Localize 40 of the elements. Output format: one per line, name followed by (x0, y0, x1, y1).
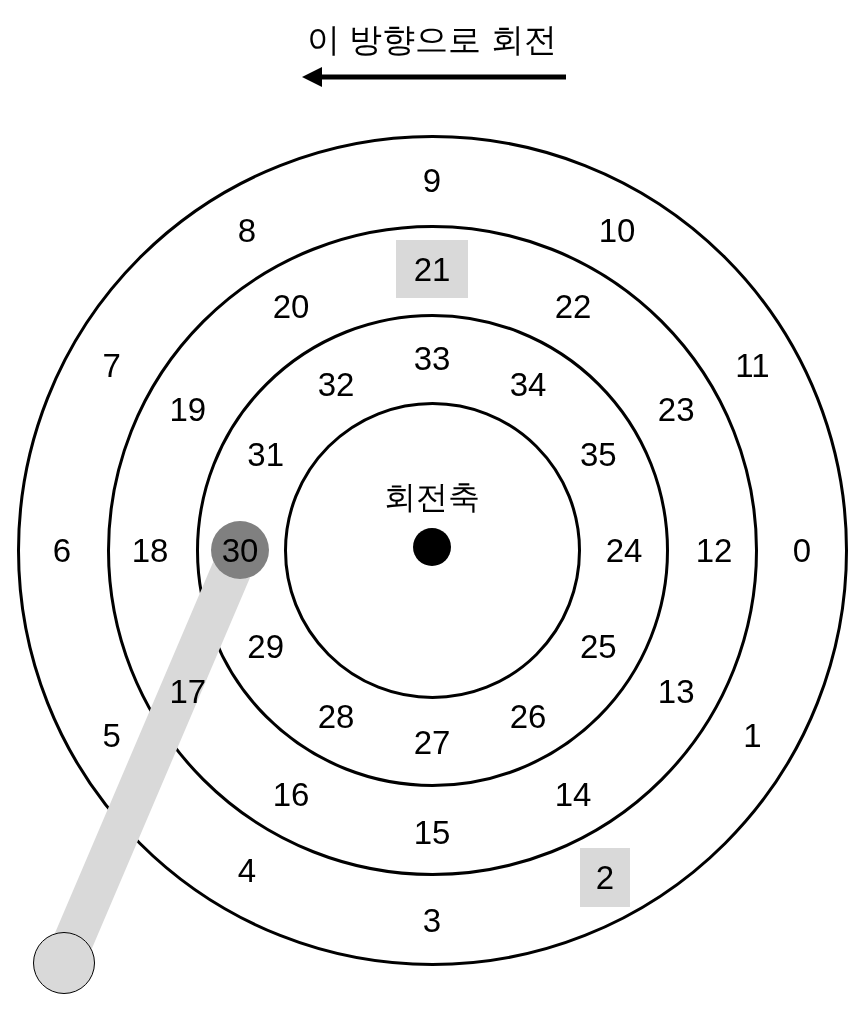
track-circle (283, 401, 581, 699)
highlighted-sector: 2 (580, 847, 630, 907)
swing-arm (54, 561, 251, 950)
sector-number: 6 (52, 533, 72, 567)
sector-number: 0 (792, 533, 812, 567)
sector-number: 17 (169, 674, 207, 708)
arm-head: 30 (211, 521, 269, 579)
sector-number: 1 (743, 718, 762, 752)
sector-number: 7 (102, 348, 121, 382)
sector-number: 26 (509, 699, 547, 733)
sector-number: 3 (422, 903, 442, 937)
sector-number: 23 (657, 392, 695, 426)
sector-number: 13 (657, 674, 695, 708)
sector-number: 22 (554, 289, 592, 323)
sector-number: 32 (317, 367, 355, 401)
sector-number: 29 (247, 629, 285, 663)
sector-number: 12 (695, 533, 733, 567)
sector-number: 8 (237, 213, 257, 247)
sector-number: 28 (317, 699, 355, 733)
sector-number: 20 (272, 289, 310, 323)
sector-number: 10 (598, 213, 636, 247)
sector-number: 24 (605, 533, 643, 567)
sector-number: 25 (579, 629, 617, 663)
sector-number: 35 (579, 437, 617, 471)
sector-number: 9 (422, 163, 442, 197)
sector-number: 11 (735, 348, 770, 382)
direction-label: 이 방향으로 회전 (307, 20, 557, 60)
sector-number: 33 (413, 341, 451, 375)
sector-number: 34 (509, 367, 547, 401)
sector-number: 5 (102, 718, 121, 752)
sector-number: 31 (247, 437, 285, 471)
sector-number: 4 (237, 853, 257, 887)
sector-number: 19 (169, 392, 207, 426)
sector-number: 18 (131, 533, 169, 567)
sector-number: 15 (413, 815, 451, 849)
sector-number: 14 (554, 777, 592, 811)
sector-number: 27 (413, 725, 451, 759)
sector-number: 16 (272, 777, 310, 811)
highlighted-sector: 21 (396, 240, 468, 298)
axis-label: 회전축 (384, 478, 480, 517)
